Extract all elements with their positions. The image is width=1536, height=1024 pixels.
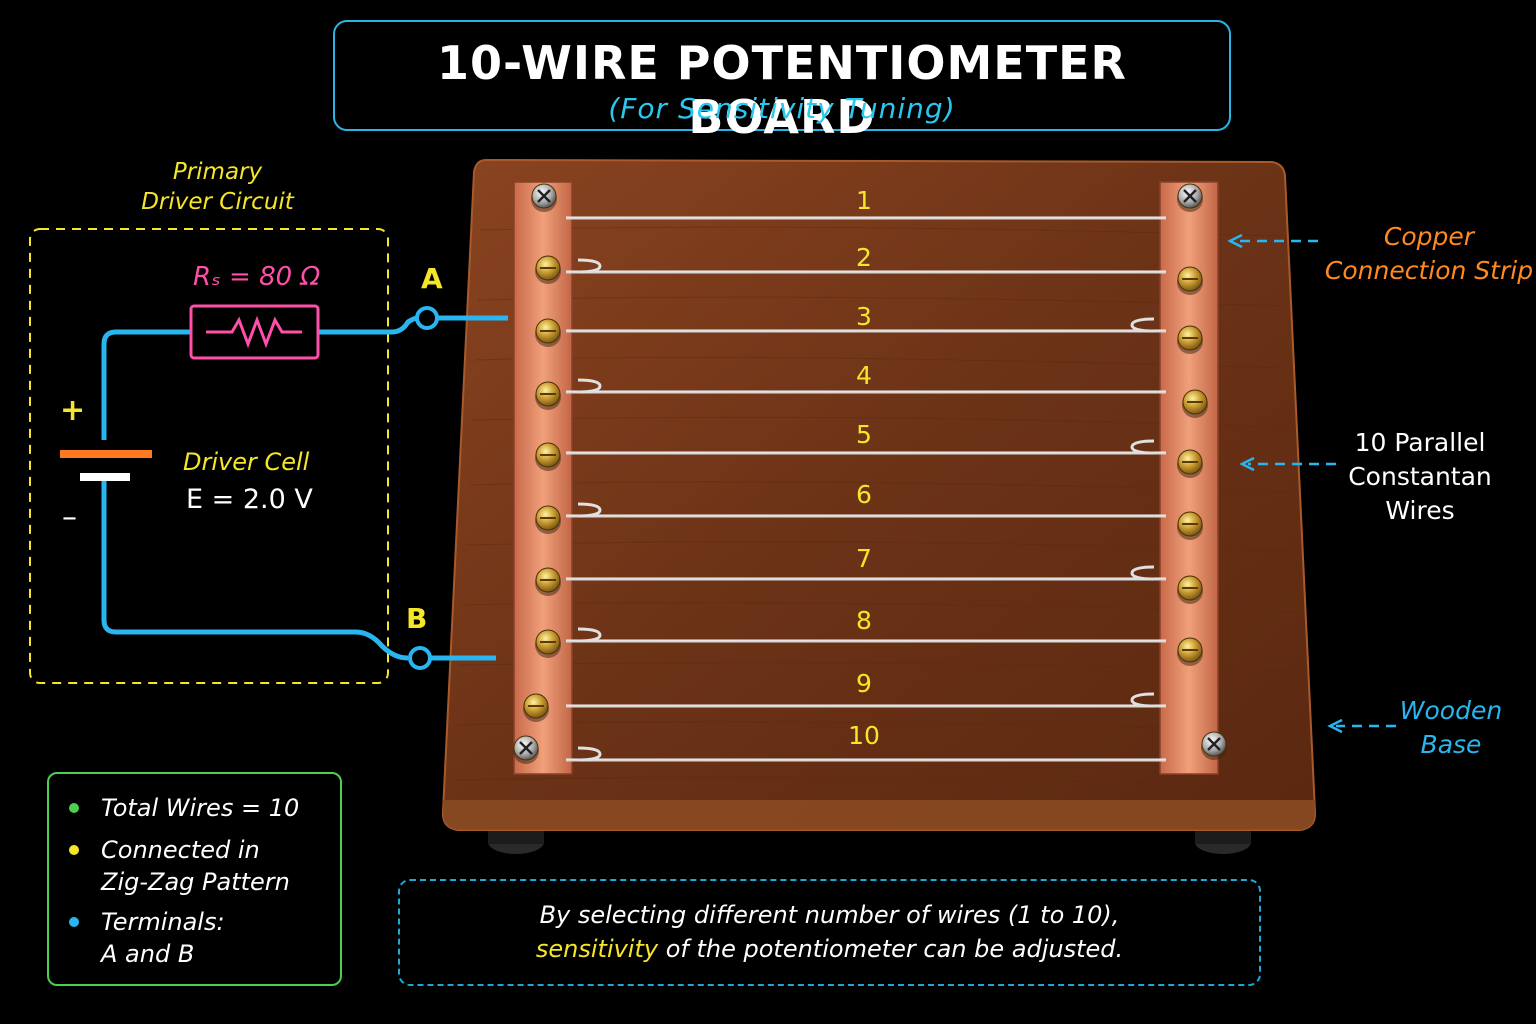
wire-number-4: 4	[856, 361, 872, 390]
resistor-label: Rₛ = 80 Ω	[193, 262, 321, 292]
note-box: By selecting different number of wires (…	[398, 879, 1261, 986]
brass-screw-right-7	[1177, 637, 1203, 666]
wire-number-6: 6	[856, 480, 872, 509]
note-line-2-rest: of the potentiometer can be adjusted.	[658, 935, 1124, 963]
brass-screw-left-7	[535, 629, 561, 658]
base-callout-line1: Wooden	[1399, 696, 1503, 725]
terminal-screws	[513, 183, 1227, 764]
screw-bottom-left	[513, 735, 539, 764]
brass-screw-left-4	[535, 442, 561, 471]
legend-dot-yellow	[69, 845, 79, 855]
legend-item-text: Terminals:	[101, 908, 225, 936]
wire-loop-6	[577, 502, 602, 518]
primary-circuit-box	[29, 228, 389, 684]
terminal-b-node	[408, 646, 432, 670]
legend-item-text: Connected in	[101, 836, 260, 864]
brass-screw-left-5	[535, 505, 561, 534]
note-line-1: By selecting different number of wires (…	[539, 901, 1120, 929]
driver-cell-label: Driver Cell	[183, 448, 310, 476]
page-subtitle: (For Sensitivity Tuning)	[608, 92, 956, 125]
legend-item-zigzag: Connected in Zig-Zag Pattern	[101, 834, 290, 898]
primary-title-line1: Primary	[172, 159, 263, 185]
primary-title-line2: Driver Circuit	[141, 189, 294, 215]
wire-loop-9	[1130, 692, 1155, 708]
copper-callout-line2: Connection Strip	[1324, 256, 1534, 285]
brass-screw-left-6	[535, 567, 561, 596]
wire-number-5: 5	[856, 420, 872, 449]
brass-screw-right-2	[1177, 325, 1203, 354]
circuit-wire-top	[101, 315, 419, 440]
wire-number-8: 8	[856, 606, 872, 635]
legend-item-text: A and B	[101, 940, 195, 968]
brass-screw-right-6	[1177, 575, 1203, 604]
wire-number-2: 2	[856, 243, 872, 272]
screw-bottom-right	[1201, 731, 1227, 760]
callout-arrow-copper	[1227, 233, 1318, 249]
brass-screw-right-1	[1177, 266, 1203, 295]
brass-screw-left-8	[523, 693, 549, 722]
wires-callout: 10 Parallel Constantan Wires	[1330, 426, 1510, 528]
wire-number-1: 1	[856, 186, 872, 215]
legend-item-total-wires: Total Wires = 10	[101, 792, 299, 824]
legend-dot-green	[69, 803, 79, 813]
callout-arrow-base	[1327, 718, 1396, 734]
note-highlight-sensitivity: sensitivity	[535, 935, 659, 963]
wire-loop-4	[577, 378, 602, 394]
wire-loop-2	[577, 258, 602, 274]
legend-item-text: Total Wires = 10	[101, 794, 300, 822]
page-title: 10-WIRE POTENTIOMETER BOARD	[437, 36, 1127, 144]
brass-screw-right-4	[1177, 449, 1203, 478]
wire-number-7: 7	[856, 544, 872, 573]
primary-circuit-title: Primary Driver Circuit	[100, 157, 335, 217]
wires-callout-line2: Constantan	[1348, 462, 1492, 491]
copper-callout-line1: Copper	[1383, 222, 1475, 251]
brass-screw-right-5	[1177, 511, 1203, 540]
screw-top-left	[531, 183, 557, 212]
legend-box: Total Wires = 10 Connected in Zig-Zag Pa…	[47, 772, 342, 986]
wire-loop-10	[577, 746, 602, 762]
battery-plus-sign: +	[60, 393, 86, 428]
terminal-a-label: A	[421, 262, 443, 295]
wire-loop-8	[577, 627, 602, 643]
copper-strip-callout: Copper Connection Strip	[1324, 220, 1534, 288]
wire-number-3: 3	[856, 302, 872, 331]
note-line-2: sensitivity of the potentiometer can be …	[400, 935, 1259, 963]
circuit-wire-bottom	[101, 480, 409, 661]
wooden-base-edge	[442, 800, 1316, 830]
wire-number-9: 9	[856, 669, 872, 698]
wire-loop-7	[1130, 565, 1155, 581]
wire-number-10: 10	[848, 721, 880, 750]
legend-item-text: Zig-Zag Pattern	[101, 868, 290, 896]
resistor-zigzag	[206, 315, 302, 349]
brass-screw-left-2	[535, 318, 561, 347]
callout-arrow-wires	[1239, 456, 1336, 472]
resistor-rs	[189, 304, 320, 360]
base-callout-line2: Base	[1420, 730, 1482, 759]
wire-loop-3	[1130, 317, 1155, 333]
emf-label: E = 2.0 V	[186, 484, 313, 515]
brass-screw-left-3	[535, 381, 561, 410]
wooden-base-callout: Wooden Base	[1396, 694, 1506, 762]
terminal-b-label: B	[406, 602, 428, 635]
battery-minus-sign: –	[62, 500, 77, 535]
constantan-wires	[566, 216, 1166, 762]
title-box: 10-WIRE POTENTIOMETER BOARD (For Sensiti…	[333, 20, 1231, 144]
wire-loop-5	[1130, 439, 1155, 455]
terminal-a-node	[415, 306, 439, 330]
brass-screw-left-1	[535, 255, 561, 284]
screw-top-right	[1177, 183, 1203, 212]
legend-dot-blue	[69, 917, 79, 927]
wires-callout-line1: 10 Parallel	[1354, 428, 1486, 457]
legend-item-terminals: Terminals: A and B	[101, 906, 225, 970]
brass-screw-right-3	[1182, 389, 1208, 418]
wires-callout-line3: Wires	[1385, 496, 1455, 525]
